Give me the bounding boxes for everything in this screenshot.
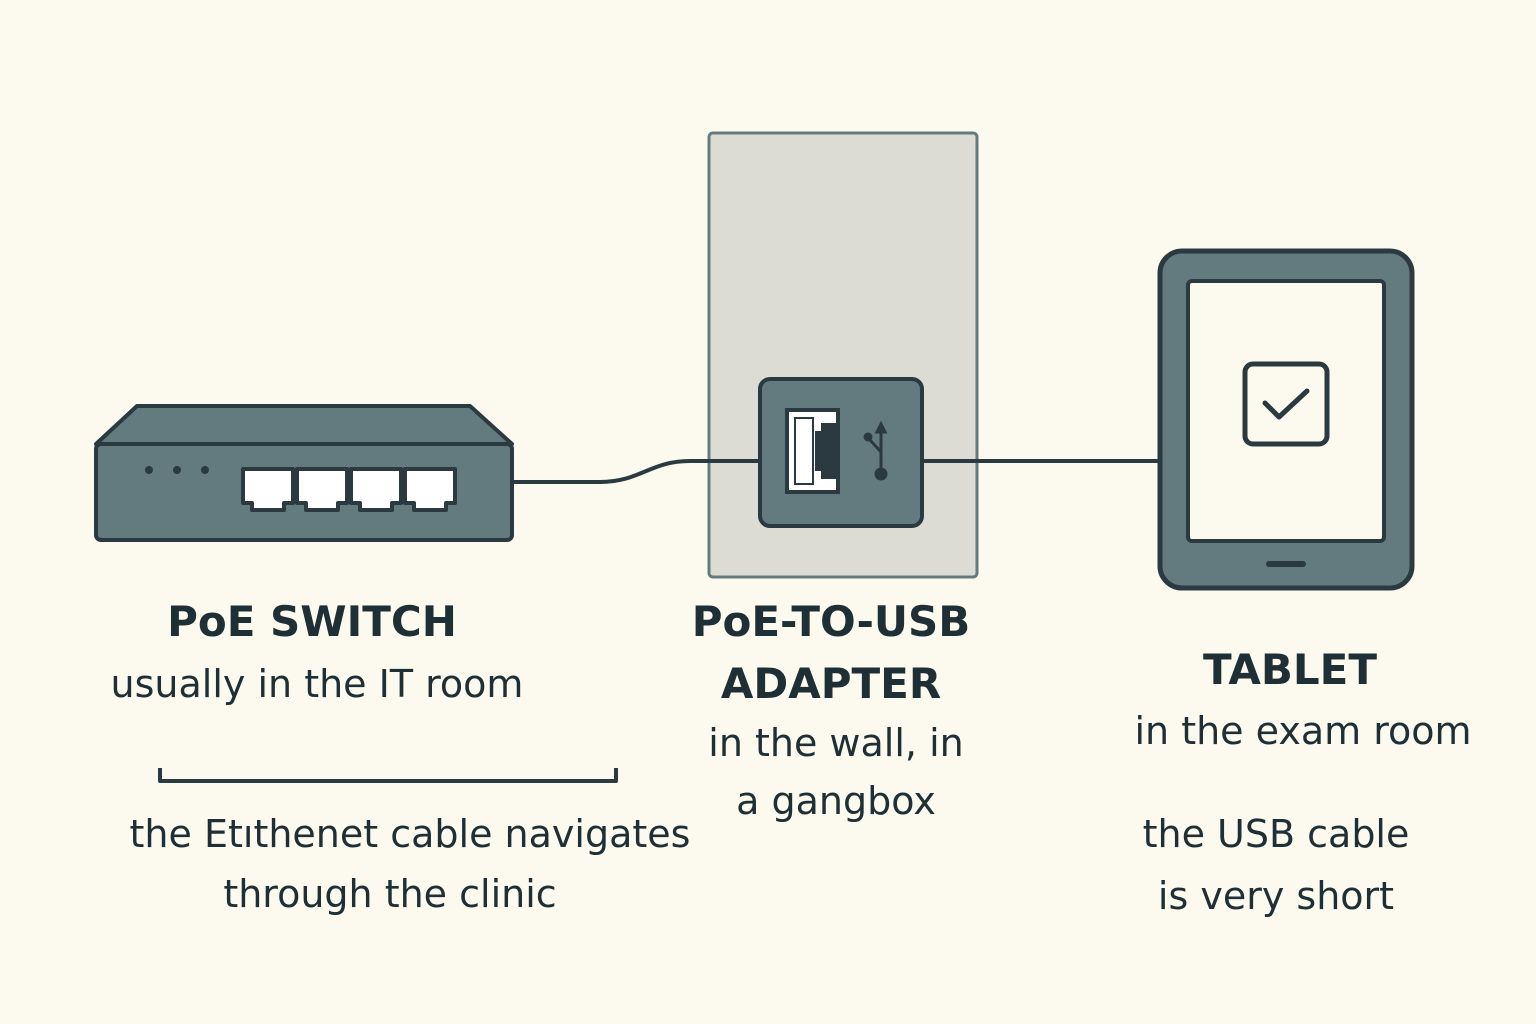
adapter-body — [758, 377, 924, 528]
tablet-title: TABLET — [1202, 645, 1377, 694]
adapter-subtitle-line2: a gangbox — [736, 779, 936, 823]
status-led-1 — [145, 466, 153, 474]
adapter-subtitle-line1: in the wall, in — [708, 721, 964, 765]
tablet-home-bar — [1266, 561, 1306, 567]
tablet-subtitle: in the exam room — [1134, 709, 1472, 753]
checkbox-icon — [1242, 361, 1330, 447]
rj45-port-3 — [349, 467, 403, 512]
network-switch-icon — [94, 404, 514, 542]
ethernet-cable — [510, 459, 762, 484]
status-led-2 — [173, 466, 181, 474]
switch-title: PoE SWITCH — [167, 597, 457, 646]
usb-symbol-icon — [863, 420, 888, 481]
adapter-title-line1: PoE-TO-USB — [691, 597, 971, 646]
ethernet-note-line2: through the clinic — [223, 872, 557, 916]
ethernet-port-icon — [785, 408, 840, 494]
poe-to-usb-adapter — [758, 377, 924, 528]
usb-note-line2: is very short — [1157, 874, 1395, 918]
ethernet-note-line1: the Etıthenet cable navigates — [129, 812, 691, 856]
rj45-port-2 — [295, 467, 349, 512]
rj45-port-1 — [241, 467, 295, 512]
ethernet-cable-span-bracket — [158, 768, 618, 783]
switch-subtitle: usually in the IT room — [110, 662, 524, 706]
status-led-3 — [201, 466, 209, 474]
adapter-title-line2: ADAPTER — [720, 659, 942, 708]
rj45-port-4 — [403, 467, 457, 512]
tablet-device — [1157, 248, 1415, 591]
usb-note-line1: the USB cable — [1142, 812, 1410, 856]
switch-top-face — [94, 404, 514, 446]
